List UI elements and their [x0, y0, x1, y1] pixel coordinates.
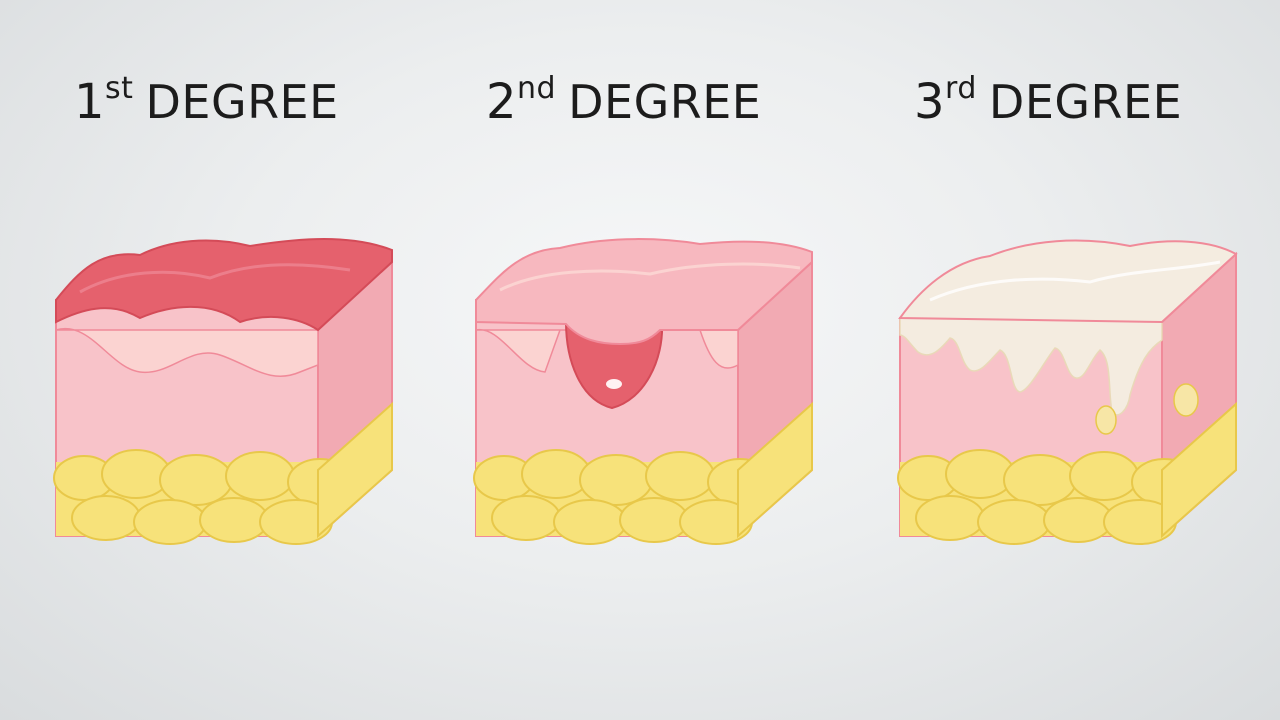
ordinal-suffix: nd: [517, 70, 557, 106]
third-degree-label: 3rd DEGREE: [914, 73, 1183, 129]
degree-number: 3: [914, 74, 946, 130]
charred-tissue-drips: [899, 317, 1163, 416]
fat-layer: [897, 401, 1237, 545]
fat-layer: [473, 401, 813, 545]
fat-layer: [53, 401, 393, 545]
ordinal-suffix: st: [105, 70, 134, 106]
degree-word: DEGREE: [568, 75, 762, 129]
epidermis-layer: [55, 327, 319, 377]
degree-number: 1: [74, 74, 106, 130]
third-degree-skin-block: [897, 239, 1238, 545]
second-degree-skin-block: [473, 238, 813, 545]
degree-word: DEGREE: [988, 75, 1183, 129]
burn-surface-red: [55, 238, 393, 332]
ordinal-suffix: rd: [945, 70, 977, 106]
degree-number: 2: [486, 74, 518, 130]
degree-word: DEGREE: [145, 75, 339, 129]
blister: [564, 321, 664, 410]
second-degree-label: 2nd DEGREE: [486, 73, 762, 129]
first-degree-skin-block: [53, 238, 393, 545]
first-degree-label: 1st DEGREE: [74, 73, 339, 129]
